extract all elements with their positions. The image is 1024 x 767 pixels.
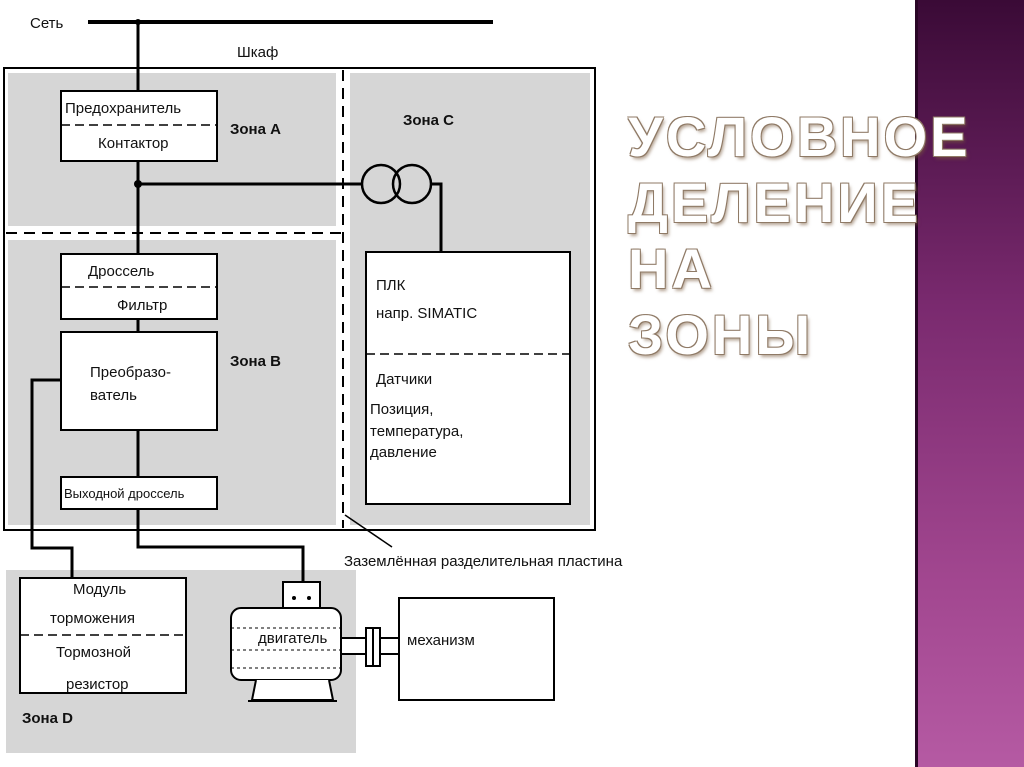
output-choke-box — [60, 476, 218, 510]
brake-resistor-label-line-1: Тормозной — [56, 644, 131, 661]
contactor-label: Контактор — [98, 135, 169, 152]
brake-wire — [30, 378, 74, 578]
cabinet-frame — [3, 67, 596, 531]
plc-feed-wire — [138, 182, 443, 252]
brake-module-label-line-2: торможения — [50, 610, 135, 627]
slide-title: УСЛОВНОЕ ДЕЛЕНИЕ НА ЗОНЫ — [628, 104, 971, 368]
brake-module-label-line-1: Модуль — [73, 581, 126, 598]
fuse-label: Предохранитель — [65, 100, 181, 117]
zone-d-label: Зона D — [22, 710, 73, 727]
transformer-coil-right-icon — [391, 163, 433, 205]
brake-box — [19, 577, 187, 694]
filter-label: Фильтр — [117, 297, 167, 314]
zone-diagram: Сеть Шкаф Зона A Зона B Зона C Зона D Пр… — [3, 15, 623, 753]
decorative-side-band — [915, 0, 1024, 767]
plc-example-label: напр. SIMATIC — [376, 305, 477, 322]
converter-box — [60, 331, 218, 431]
mechanism-box — [398, 597, 555, 701]
output-choke-label: Выходной дроссель — [64, 486, 185, 501]
zone-c-label: Зона C — [403, 112, 454, 129]
fuse-contactor-box — [60, 90, 218, 162]
converter-label-line-2: ватель — [90, 387, 137, 404]
plc-label: ПЛК — [376, 277, 406, 294]
sensors-position-label: Позиция, — [370, 401, 433, 418]
ground-plate-label: Заземлённая разделительная пластина — [344, 553, 623, 570]
motor-label: двигатель — [258, 630, 328, 647]
main-feed-wire — [136, 22, 305, 582]
choke-label: Дроссель — [88, 263, 154, 280]
slide-title-line-3: НА ЗОНЫ — [628, 237, 814, 366]
transformer-coil-left-icon — [360, 163, 402, 205]
network-label: Сеть — [30, 15, 64, 32]
converter-label-line-1: Преобразо- — [90, 364, 171, 381]
zone-b-label: Зона B — [230, 353, 281, 370]
slide-title-line-1: УСЛОВНОЕ — [628, 105, 971, 168]
slide-title-line-2: ДЕЛЕНИЕ — [628, 171, 921, 234]
motor-icon — [230, 581, 400, 702]
ground-plate-pointer — [344, 514, 393, 548]
mechanism-label: механизм — [407, 632, 475, 649]
sensors-temperature-label: температура, — [370, 423, 463, 440]
zone-a-label: Зона A — [230, 121, 281, 138]
sensors-label: Датчики — [376, 371, 432, 388]
cabinet-label: Шкаф — [237, 44, 278, 61]
plc-box — [365, 251, 571, 505]
sensors-pressure-label: давление — [370, 444, 437, 461]
brake-resistor-label-line-2: резистор — [66, 676, 129, 693]
